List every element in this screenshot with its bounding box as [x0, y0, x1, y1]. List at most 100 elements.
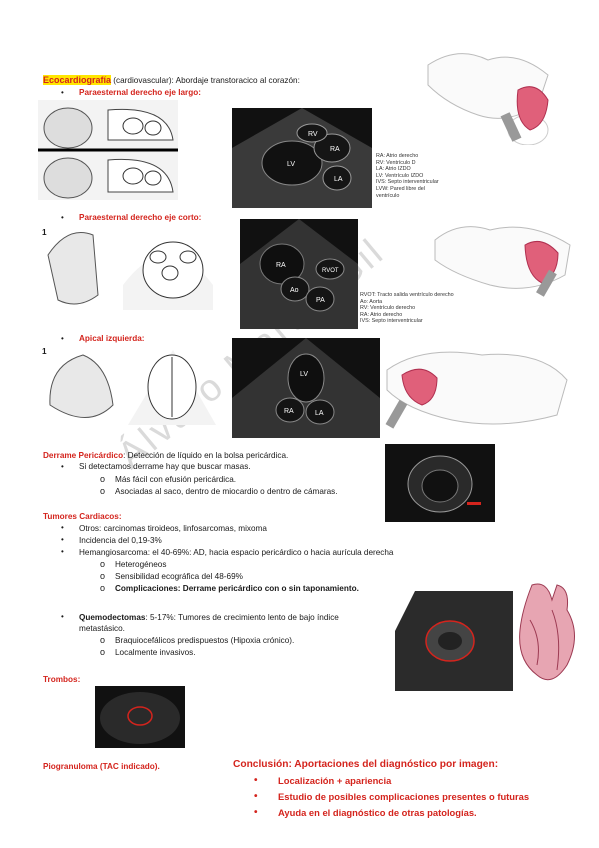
quemodectomas-sub-2: Localmente invasivos. — [115, 648, 196, 657]
sub-bullet: o — [100, 474, 106, 484]
bullet-dot: • — [254, 775, 258, 786]
sub-bullet: o — [100, 647, 106, 657]
conclusion-item-1: Localización + apariencia — [278, 775, 392, 786]
sub-bullet: o — [100, 486, 106, 496]
title-rest: (cardiovascular): Abordaje transtoracico… — [111, 76, 300, 85]
quemodectomas-desc: : 5-17%: Tumores de crecimiento lento de… — [145, 613, 339, 622]
bullet-dot: • — [254, 791, 258, 802]
us5-drawing — [395, 591, 513, 691]
bullet-dot: • — [61, 334, 64, 343]
derrame-description: : Detección de líquido en la bolsa peric… — [123, 451, 289, 460]
title-highlight: Ecocardiografía — [43, 75, 112, 85]
quemodectomas-line-2: metastásico. — [79, 624, 125, 633]
ultrasound-derrame — [385, 444, 495, 522]
dog1-drawing — [427, 53, 549, 146]
legend-item: IVS: Septo interventricular — [376, 179, 439, 186]
bullet-dot: • — [61, 88, 64, 97]
us2-drawing: RA RVOT Ao PA — [240, 219, 358, 329]
sub-bullet: o — [100, 571, 106, 581]
sub-bullet: o — [100, 583, 106, 593]
dog3-drawing — [385, 351, 568, 429]
us3-label-ra: RA — [284, 408, 294, 415]
bullet-dot: • — [61, 523, 64, 532]
short-axis-drawing — [47, 232, 213, 310]
figure-number: 1 — [42, 228, 47, 237]
section-heading-short-axis: Paraesternal derecho eje corto: — [79, 213, 202, 222]
bullet-dot: • — [61, 547, 64, 556]
ultrasound-long-axis: RV RA LV LA — [232, 108, 372, 208]
legend-item: RA: Atrio derecho — [376, 153, 419, 159]
us3-label-la: LA — [315, 410, 324, 417]
conclusion-item-3: Ayuda en el diagnóstico de otras patolog… — [278, 807, 477, 818]
us3-label-lv: LV — [300, 371, 308, 378]
legend-long-axis: RA: Atrio derecho RV: Ventrículo D LA: A… — [376, 153, 439, 199]
quemodectomas-title: Quemodectomas — [79, 613, 146, 622]
bullet-dot: • — [61, 462, 64, 471]
tumores-bullet-2: Incidencia del 0,19-3% — [79, 536, 162, 545]
derrame-title: Derrame Pericárdico — [43, 451, 124, 460]
apical-drawing — [49, 350, 216, 425]
document-title: Ecocardiografía (cardiovascular): Aborda… — [43, 75, 300, 87]
piogranuloma-text: Piogranuloma (TAC indicado). — [43, 762, 160, 771]
dog-position-illustration-2 — [430, 215, 575, 300]
us2-label-ao: Ao — [290, 287, 299, 294]
heart-drawing — [519, 583, 575, 681]
legend-item: IVS: Septo interventricular — [360, 318, 423, 325]
legend-item: ventrículo — [376, 192, 400, 199]
ultrasound-trombos — [95, 686, 185, 748]
conclusion-title: Conclusión: Aportaciones del diagnóstico… — [233, 759, 499, 770]
legend-item: LA: Atrio IZDO — [376, 166, 411, 173]
conclusion-item-2: Estudio de posibles complicaciones prese… — [278, 791, 530, 802]
dog2-drawing — [434, 226, 571, 297]
derrame-sub-1: Más fácil con efusión pericárdica. — [115, 475, 237, 484]
legend-item: RVOT: Tracto salida ventrículo derecho — [360, 292, 454, 298]
dog-position-illustration-3 — [382, 340, 572, 435]
sub-bullet: o — [100, 559, 106, 569]
trombos-heading: Trombos: — [43, 675, 81, 684]
apical-diagram — [38, 345, 218, 430]
us4-drawing — [407, 455, 481, 513]
long-axis-drawing — [38, 107, 178, 199]
dog-position-illustration-1 — [418, 45, 558, 146]
ultrasound-short-axis: RA RVOT Ao PA — [240, 219, 358, 329]
quemodectomas-line: Quemodectomas: 5-17%: Tumores de crecimi… — [79, 613, 339, 624]
us1-drawing: RV RA LV LA — [232, 108, 372, 208]
us6-drawing — [100, 692, 180, 744]
bullet-dot: • — [254, 807, 258, 818]
heart-illustration — [512, 580, 582, 690]
legend-short-axis: RVOT: Tracto salida ventrículo derecho A… — [360, 292, 454, 325]
us1-label-lv: LV — [287, 161, 295, 168]
us1-label-ra: RA — [330, 146, 340, 153]
tumores-bullet-3: Hemangiosarcoma: el 40-69%: AD, hacia es… — [79, 548, 394, 557]
section-heading-long-axis: Paraesternal derecho eje largo: — [79, 88, 201, 97]
ultrasound-tumor — [395, 591, 513, 691]
figure-number: 1 — [42, 347, 47, 356]
derrame-bullet-1: Si detectamos derrame hay que buscar mas… — [79, 462, 251, 471]
us3-drawing: LV RA LA — [232, 338, 380, 438]
tumores-sub-3: Complicaciones: Derrame pericárdico con … — [115, 584, 359, 593]
us2-label-pa: PA — [316, 297, 325, 304]
sub-bullet: o — [100, 635, 106, 645]
legend-item: RA: Atrio derecho — [360, 311, 403, 318]
us1-label-la: LA — [334, 176, 343, 183]
legend-item: RV: Ventrículo derecho — [360, 305, 416, 312]
us2-label-ra: RA — [276, 262, 286, 269]
us1-label-rv: RV — [308, 131, 318, 138]
us2-label-rvot: RVOT — [322, 268, 339, 274]
section-heading-apical: Apical izquierda: — [79, 334, 145, 343]
bullet-dot: • — [61, 612, 64, 621]
ultrasound-apical: LV RA LA — [232, 338, 380, 438]
derrame-heading: Derrame Pericárdico: Detección de líquid… — [43, 451, 288, 462]
derrame-sub-2: Asociadas al saco, dentro de miocardio o… — [115, 487, 338, 496]
tumores-sub-1: Heterogéneos — [115, 560, 167, 569]
quemodectomas-sub-1: Braquiocefálicos predispuestos (Hipoxia … — [115, 636, 295, 645]
tumores-sub-2: Sensibilidad ecográfica del 48-69% — [115, 572, 243, 581]
short-axis-diagram — [38, 225, 218, 310]
tumores-bullet-1: Otros: carcinomas tiroideos, linfosarcom… — [79, 524, 267, 533]
tumores-title: Tumores Cardiacos — [43, 512, 119, 521]
legend-item: LV: Ventrículo IZDO — [376, 172, 424, 179]
bullet-dot: • — [61, 213, 64, 222]
legend-item: Ao: Aorta — [360, 298, 383, 305]
long-axis-diagram — [38, 100, 178, 200]
bullet-dot: • — [61, 535, 64, 544]
